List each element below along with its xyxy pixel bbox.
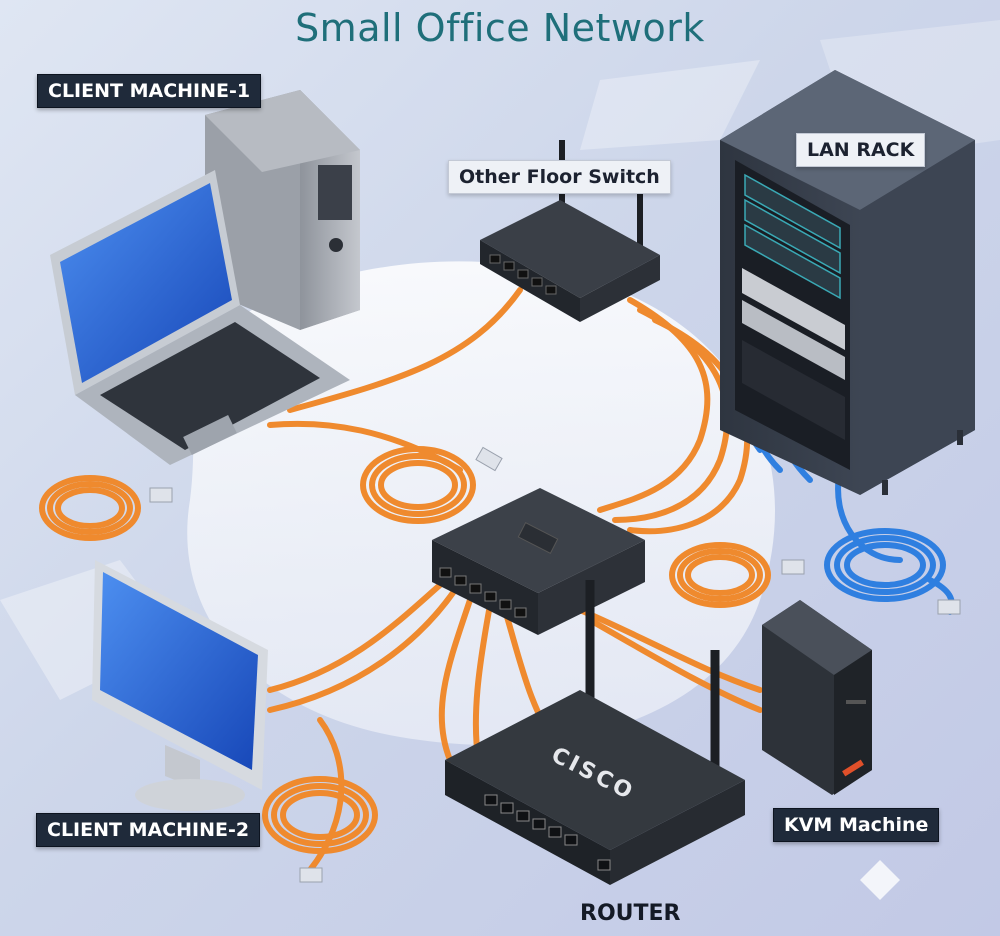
client-machine-2 [92, 560, 268, 811]
laptop [50, 170, 350, 465]
diagram-title: Small Office Network [295, 6, 705, 50]
rack-servers [742, 173, 845, 440]
orange-cables [267, 287, 763, 873]
other-floor-switch-label: Other Floor Switch [448, 160, 671, 194]
kvm-machine [762, 600, 872, 795]
kvm-machine-label: KVM Machine [773, 808, 940, 842]
router: CISCO [445, 580, 745, 885]
client-machine-2-label: CLIENT MACHINE-2 [36, 813, 261, 847]
cable-coils [39, 446, 771, 854]
other-floor-switch [480, 140, 660, 322]
cable-connectors [149, 446, 961, 883]
lan-rack [720, 70, 975, 495]
client-machine-1 [50, 90, 360, 465]
lan-rack-label: LAN RACK [796, 133, 926, 167]
desktop-tower-1 [205, 90, 360, 330]
client-machine-1-label: CLIENT MACHINE-1 [37, 74, 262, 108]
router-label: ROUTER [580, 901, 681, 926]
